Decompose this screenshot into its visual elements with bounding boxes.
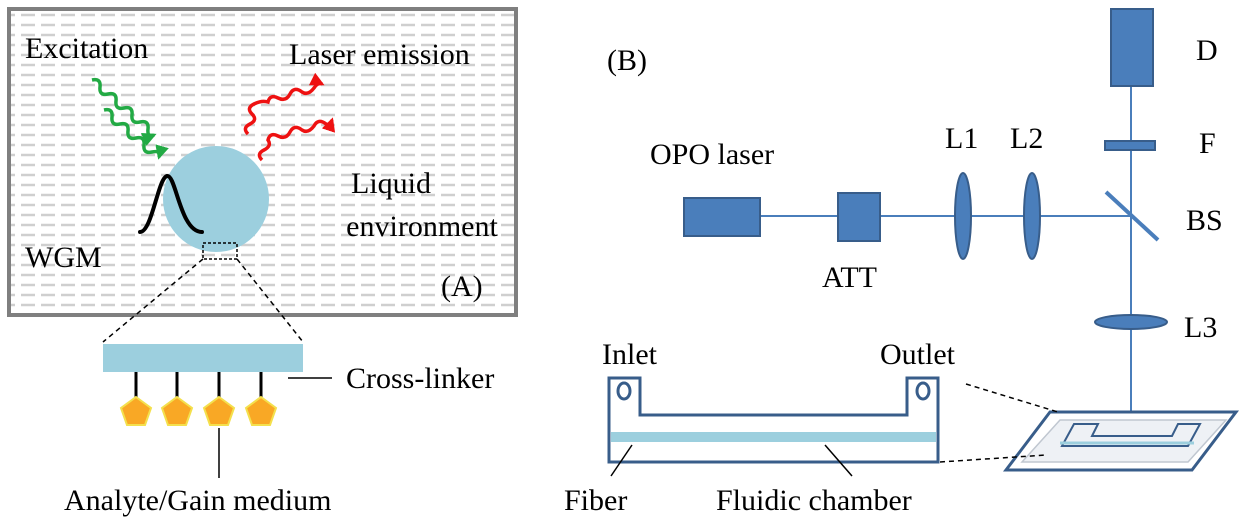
lens-l2 [1023, 172, 1041, 260]
cross-linker-label: Cross-linker [346, 362, 494, 395]
fluidic-chamber-label: Fluidic chamber [716, 484, 912, 517]
inlet-port [616, 381, 632, 401]
analyte-molecule-1 [119, 395, 153, 426]
detector-box [1110, 8, 1154, 87]
fiber-label: Fiber [564, 484, 627, 517]
wgm-curve [138, 174, 204, 234]
analyte-molecule-2 [160, 395, 194, 426]
excitation-arrow-2 [103, 107, 169, 160]
fluidic-chamber-leader [824, 444, 853, 477]
d-label: D [1196, 34, 1218, 67]
zoom-line-left [102, 258, 204, 343]
wgm-label: WGM [25, 241, 102, 274]
att-label: ATT [822, 261, 877, 294]
analyte-gain-label: Analyte/Gain medium [64, 484, 331, 517]
chip-small [1002, 410, 1240, 472]
liquid-label-line1: Liquid [351, 167, 431, 200]
beam-splitter [1104, 190, 1160, 242]
inlet-label: Inlet [602, 338, 658, 371]
liquid-environment-box [7, 7, 518, 317]
lens-l1 [954, 172, 972, 260]
opo-laser-box [683, 197, 761, 237]
panel-b-tag: (B) [607, 44, 647, 77]
surface-strip [103, 344, 303, 372]
attenuator-box [837, 192, 881, 242]
analyte-molecule-4 [244, 395, 278, 426]
emission-arrow-1 [243, 72, 325, 136]
f-label: F [1199, 127, 1216, 160]
fiber-strip [611, 432, 936, 442]
outlet-label: Outlet [880, 338, 956, 371]
emission-arrow-2 [257, 117, 336, 162]
chip-zoom-line-top [965, 383, 1059, 413]
l3-label: L3 [1184, 311, 1217, 344]
panel-a-tag: (A) [441, 270, 483, 303]
l2-label: L2 [1010, 122, 1043, 155]
laser-emission-label: Laser emission [289, 38, 470, 71]
outlet-port [915, 381, 931, 401]
fiber-leader [610, 444, 633, 477]
analyte-molecule-3 [202, 395, 236, 426]
excitation-label: Excitation [25, 32, 148, 65]
lens-l3 [1094, 314, 1168, 330]
zoom-region-box [202, 242, 238, 260]
panel-a: Excitation Laser emission Liquid environ… [7, 7, 518, 517]
bs-label: BS [1186, 204, 1223, 237]
liquid-label-line2: environment [346, 210, 498, 243]
excitation-arrow-1 [91, 77, 157, 146]
panel-b: (B) OPO laser ATT L1 L2 D F BS L3 Inlet … [564, 8, 1240, 517]
fluidic-chamber [607, 376, 940, 464]
opo-laser-label: OPO laser [650, 138, 774, 171]
l1-label: L1 [945, 122, 978, 155]
filter-plate [1104, 140, 1156, 151]
